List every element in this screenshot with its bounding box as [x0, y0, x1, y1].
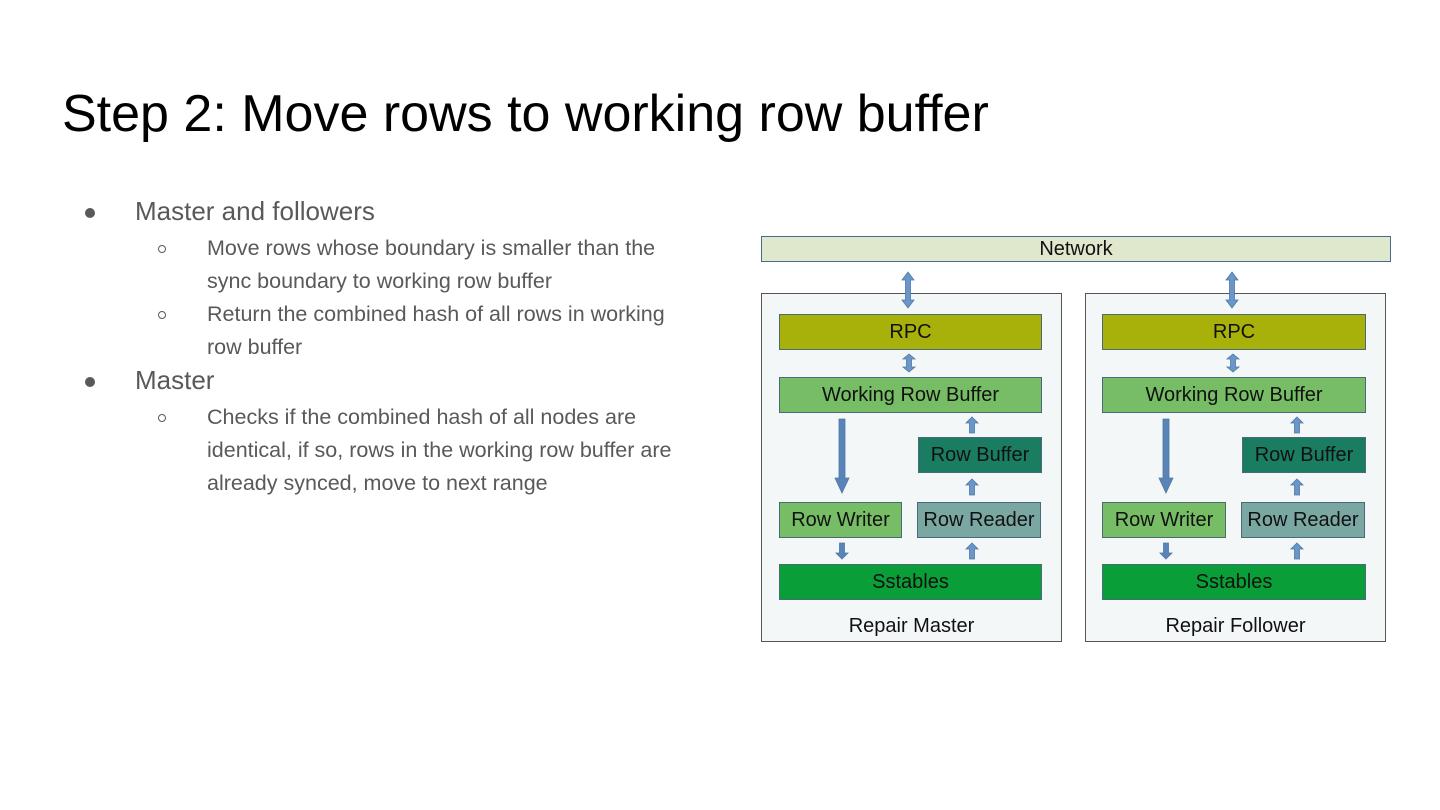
row-reader-box: Row Reader: [1241, 502, 1365, 538]
working-row-buffer-box: Working Row Buffer: [779, 377, 1042, 413]
wrb-writer-arrow-icon: [1158, 418, 1174, 494]
sstables-box: Sstables: [779, 564, 1042, 600]
row-writer-box: Row Writer: [1102, 502, 1226, 538]
rpc-box: RPC: [779, 314, 1042, 350]
rpc-box: RPC: [1102, 314, 1366, 350]
sub-bullet-text: Return the combined hash of all rows in …: [207, 302, 665, 359]
panel-label: Repair Follower: [1165, 615, 1306, 637]
bullet-text: Master: [135, 365, 215, 395]
row-writer-box: Row Writer: [779, 502, 902, 538]
sub-bullet-item: Return the combined hash of all rows in …: [80, 298, 667, 364]
working-row-buffer-box: Working Row Buffer: [1102, 377, 1366, 413]
bullet-circle-icon: [158, 311, 166, 319]
wrb-writer-arrow-icon: [834, 418, 850, 494]
sub-bullet-item: Checks if the combined hash of all nodes…: [80, 401, 677, 500]
bullet-circle-icon: [158, 245, 166, 253]
reader-rowbuf-arrow-icon: [965, 478, 979, 496]
panel-label: Repair Master: [848, 615, 975, 637]
bullet-dot-icon: [85, 377, 95, 387]
sub-bullet-text: Checks if the combined hash of all nodes…: [207, 405, 672, 495]
bullet-text: Master and followers: [135, 196, 375, 226]
network-rpc-arrow-icon: [901, 271, 915, 309]
network-box: Network: [761, 236, 1391, 262]
sstables-reader-arrow-icon: [965, 542, 979, 560]
reader-rowbuf-arrow-icon: [1290, 478, 1304, 496]
bullet-item: Master and followers: [80, 195, 680, 228]
row-buffer-box: Row Buffer: [918, 437, 1042, 473]
bullet-item: Master: [80, 364, 680, 397]
network-rpc-arrow-icon: [1225, 271, 1239, 309]
rpc-wrb-arrow-icon: [902, 353, 916, 373]
sstables-box: Sstables: [1102, 564, 1366, 600]
sstables-reader-arrow-icon: [1290, 542, 1304, 560]
bullet-list: Master and followers Move rows whose bou…: [80, 195, 680, 500]
rowbuf-wrb-arrow-icon: [965, 416, 979, 434]
writer-sstables-arrow-icon: [1159, 542, 1173, 560]
row-reader-box: Row Reader: [917, 502, 1041, 538]
writer-sstables-arrow-icon: [835, 542, 849, 560]
rpc-wrb-arrow-icon: [1226, 353, 1240, 373]
sub-bullet-item: Move rows whose boundary is smaller than…: [80, 232, 667, 298]
bullet-circle-icon: [158, 414, 166, 422]
rowbuf-wrb-arrow-icon: [1290, 416, 1304, 434]
bullet-dot-icon: [85, 208, 95, 218]
sub-bullet-text: Move rows whose boundary is smaller than…: [207, 236, 656, 293]
slide-title: Step 2: Move rows to working row buffer: [62, 85, 989, 143]
row-buffer-box: Row Buffer: [1242, 437, 1366, 473]
